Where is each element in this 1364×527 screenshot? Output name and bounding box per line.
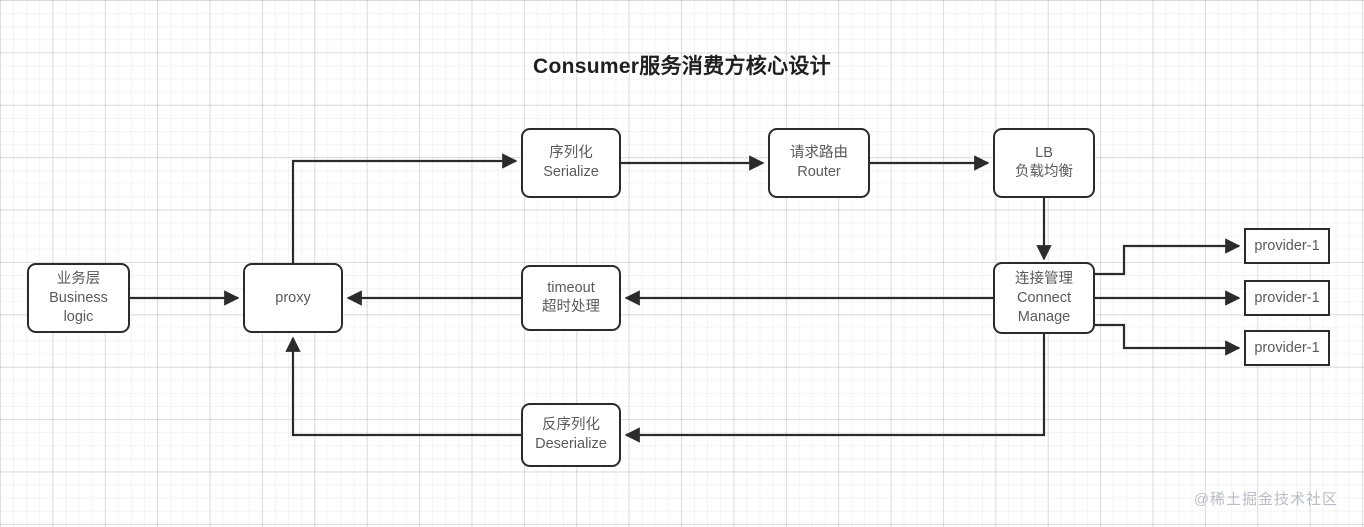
node-provider-2[interactable]: provider-1 [1244,280,1330,316]
edge-deserialize-proxy [285,336,521,437]
edge-connect-provider3 [1095,323,1241,356]
node-router[interactable]: 请求路由 Router [768,128,870,198]
node-label: 反序列化 Deserialize [535,417,607,452]
page-title: Consumer服务消费方核心设计 [533,55,831,78]
node-provider-1[interactable]: provider-1 [1244,228,1330,264]
node-deserialize[interactable]: 反序列化 Deserialize [521,403,621,467]
node-label: 业务层 Business logic [49,270,108,325]
node-business-logic[interactable]: 业务层 Business logic [27,263,130,333]
node-serialize[interactable]: 序列化 Serialize [521,128,621,198]
node-timeout[interactable]: timeout 超时处理 [521,265,621,331]
node-label: LB 负载均衡 [1015,145,1073,180]
edge-connect-provider1 [1095,238,1241,276]
node-label: provider-1 [1254,339,1320,356]
edge-connect-deserialize [624,333,1046,443]
node-label: timeout 超时处理 [542,280,600,315]
node-label: provider-1 [1254,289,1320,306]
edge-proxy-serialize [291,153,518,263]
node-label: 序列化 Serialize [543,145,599,180]
node-load-balancer[interactable]: LB 负载均衡 [993,128,1095,198]
node-provider-3[interactable]: provider-1 [1244,330,1330,366]
node-connect-manage[interactable]: 连接管理 Connect Manage [993,262,1095,334]
node-label: provider-1 [1254,237,1320,254]
node-label: 请求路由 Router [790,145,848,180]
node-proxy[interactable]: proxy [243,263,343,333]
node-label: proxy [275,289,311,306]
node-label: 连接管理 Connect Manage [1015,270,1073,325]
watermark: @稀土掘金技术社区 [1193,491,1338,508]
